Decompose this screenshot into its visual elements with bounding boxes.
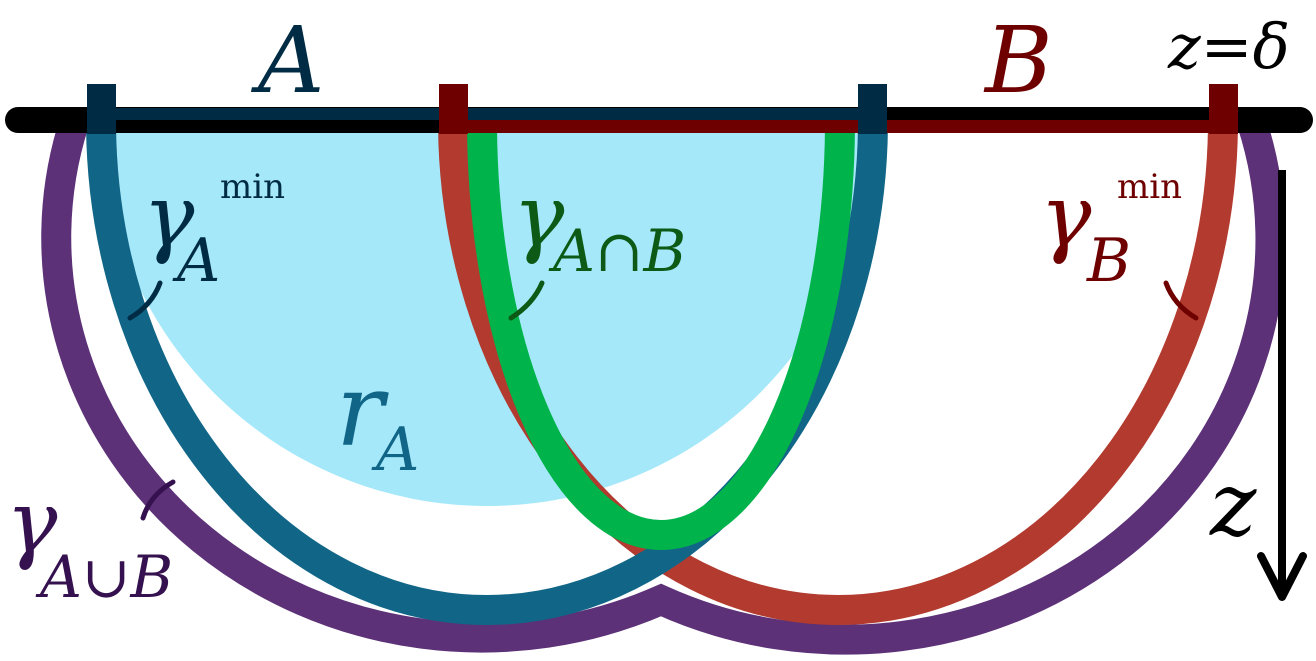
- interval-a-bar: [101, 108, 887, 120]
- gamma-b-min-superscript: min: [1117, 167, 1182, 207]
- label-gamma-a-cap-b: γ A∩B: [513, 167, 686, 285]
- gamma-a-min-superscript: min: [220, 167, 285, 207]
- label-region-b: B: [983, 7, 1053, 114]
- gamma-a-cap-b-subscript: A∩B: [548, 217, 686, 285]
- gamma-a-cap-b-symbol: γ: [513, 167, 565, 267]
- gamma-b-min-subscript: B: [1086, 226, 1131, 296]
- tick-b-right: [1209, 84, 1238, 134]
- leader-gamma-b-min: [1163, 280, 1199, 321]
- label-region-a: A: [250, 7, 324, 114]
- curve-gamma-a-cup-b: [41, 115, 1286, 655]
- gamma-b-min-symbol: γ: [1040, 167, 1092, 267]
- leader-gamma-a-cup-b: [140, 479, 176, 521]
- label-gamma-a-cup-b: γ A∪B: [6, 473, 173, 611]
- z-axis-arrowhead: [1257, 552, 1307, 601]
- r-a-subscript: A: [371, 415, 419, 485]
- label-boundary-z-delta: z=δ: [1167, 10, 1290, 83]
- label-r-a: r A: [336, 352, 419, 485]
- tick-a-right: [858, 84, 887, 134]
- gamma-a-min-subscript: A: [172, 226, 220, 296]
- r-a-symbol: r: [336, 352, 389, 469]
- leader-gamma-a-cap-b: [508, 280, 545, 321]
- tick-a-left: [87, 84, 116, 134]
- gamma-a-cup-b-subscript: A∪B: [35, 543, 173, 611]
- curve-gamma-a-min: [86, 119, 888, 625]
- label-gamma-a-min: γ A min: [143, 167, 285, 296]
- label-axis-z: z: [1209, 453, 1257, 556]
- gamma-a-min-symbol: γ: [143, 167, 195, 267]
- curve-gamma-a-cap-b: [467, 119, 855, 551]
- leader-gamma-a-min: [127, 280, 163, 321]
- gamma-a-cup-b-symbol: γ: [6, 473, 58, 573]
- interval-b-bar: [453, 120, 1237, 133]
- label-gamma-b-min: γ B min: [1040, 167, 1182, 296]
- tick-b-left: [439, 84, 468, 134]
